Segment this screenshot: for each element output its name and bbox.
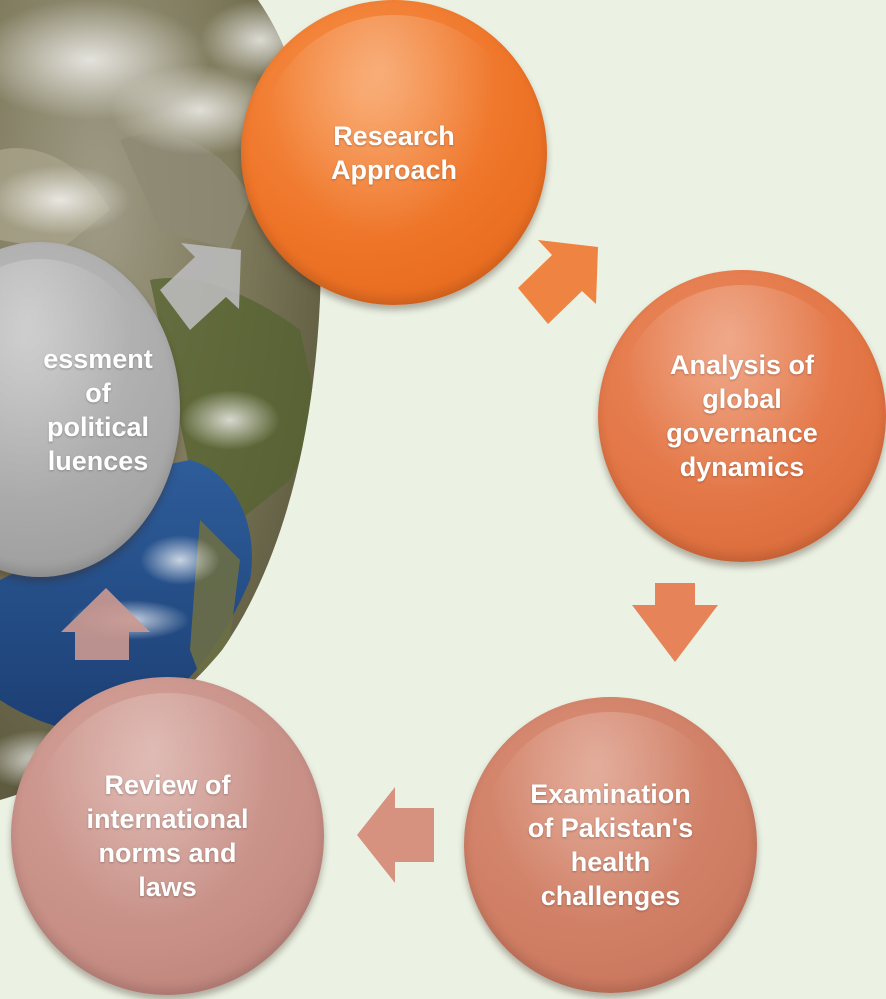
node-label-research-approach: Research Approach (330, 120, 457, 185)
node-label-examination-health: Examination of Pakistan's health challen… (527, 779, 694, 911)
node-research-approach: Research Approach (241, 0, 547, 305)
node-examination-health: Examination of Pakistan's health challen… (464, 697, 757, 993)
arrow-review-to-assess (61, 588, 150, 660)
arrow-assess-to-research (160, 243, 241, 330)
node-analysis-governance: Analysis of global governance dynamics (598, 270, 886, 562)
node-label-review-norms: Review of international norms and laws (86, 770, 249, 902)
node-review-norms: Review of international norms and laws (11, 677, 324, 995)
node-label-assessment-geopolitical: essment of political luences (43, 343, 153, 476)
arrow-exam-to-review (357, 787, 434, 883)
arrow-research-to-analysis (518, 240, 598, 324)
node-label-analysis-governance: Analysis of global governance dynamics (666, 350, 818, 482)
arrow-analysis-to-exam (632, 583, 718, 662)
